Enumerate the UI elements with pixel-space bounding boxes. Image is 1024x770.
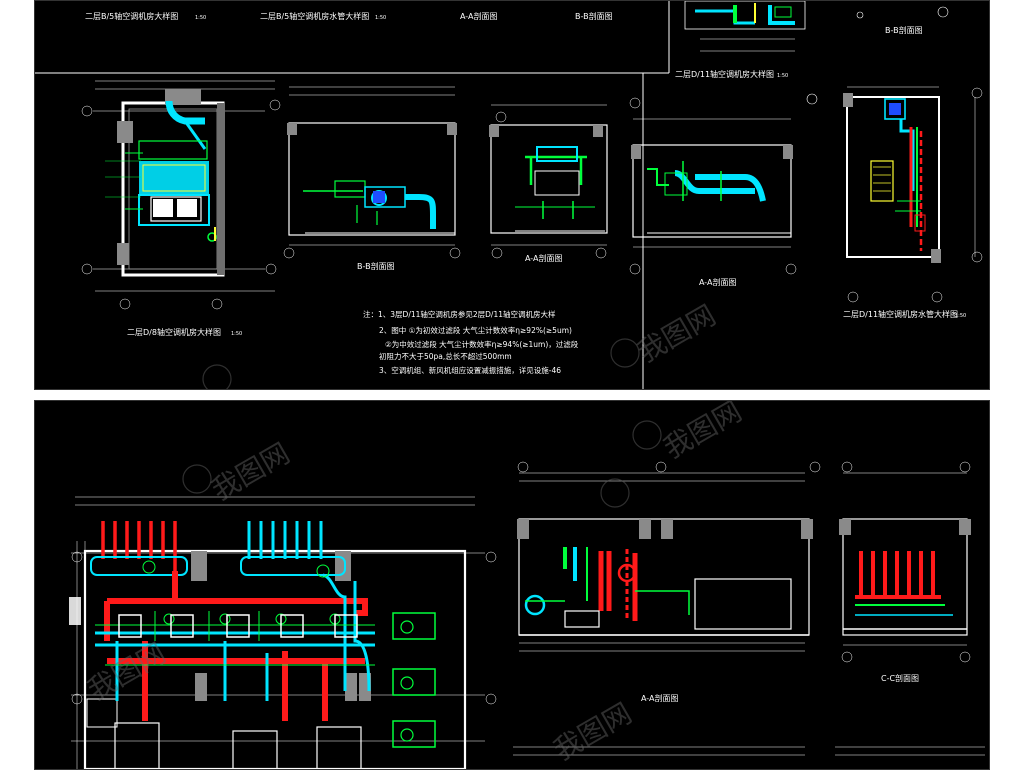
watermark-text-1: 我图网	[632, 298, 721, 369]
scale-2: 1:50	[375, 15, 386, 21]
plan-walls	[69, 549, 467, 769]
scale-3: 1:50	[777, 73, 788, 79]
bb-section-drawing	[283, 86, 461, 259]
tanks	[114, 722, 362, 769]
red-risers	[101, 521, 177, 571]
scale-1: 1:50	[195, 15, 206, 21]
green-risers	[247, 521, 323, 559]
note-line-5: 3、空调机组、新风机组应设置减振措施，详见设施-46	[379, 365, 561, 375]
header-right	[240, 556, 346, 576]
note-line-2: 2、图中 ①为初效过滤段 大气尘计数效率η≥92%(≥5um)	[379, 325, 572, 335]
bottom-drawing-canvas: A-A剖面图 C-C剖面图	[69, 401, 985, 769]
note-line-3: ②为中效过滤段 大气尘计数效率η≥94%(≥1um)，过滤段	[385, 339, 579, 349]
title-aa-section: A-A剖面图	[525, 253, 562, 263]
pump-units	[118, 614, 358, 638]
frame-lines	[35, 1, 670, 389]
title-bb-right: B-B剖面图	[885, 25, 923, 35]
notes-block: 注：1、3层D/11轴空调机房参见2层D/11轴空调机房大样 2、图中 ①为初效…	[363, 309, 579, 375]
scale-5: 1:50	[955, 313, 966, 319]
title-bb-top: B-B剖面图	[575, 11, 613, 21]
aa-bottom-section	[517, 461, 821, 652]
cc-section	[839, 461, 971, 663]
aa-right-section-drawing	[629, 97, 797, 275]
title-aa-top: A-A剖面图	[460, 11, 497, 21]
top-right-markers	[806, 6, 949, 105]
title-aa-right: A-A剖面图	[699, 277, 736, 287]
title-aa-bottom: A-A剖面图	[641, 693, 678, 703]
watermark-text-5: 我图网	[548, 696, 637, 767]
d8-plan-drawing	[81, 80, 281, 310]
aa-section-drawing	[489, 104, 608, 259]
watermark-text-3: 我图网	[658, 401, 747, 465]
note-line-1: 注：1、3层D/11轴空调机房参见2层D/11轴空调机房大样	[363, 309, 556, 319]
right-equipment	[392, 612, 436, 748]
top-drawing-canvas: 二层B/5轴空调机房大样图 1:50 二层B/5轴空调机房水管大样图 1:50 …	[35, 1, 983, 389]
header-left	[90, 556, 188, 576]
title-cc-section: C-C剖面图	[881, 673, 919, 683]
note-line-4: 初阻力不大于50pa,总长不超过500mm	[379, 351, 512, 361]
title-d8-large: 二层D/8轴空调机房大样图	[127, 327, 221, 337]
scale-4: 1:50	[231, 331, 242, 337]
title-d11-large: 二层D/11轴空调机房大样图	[675, 69, 774, 79]
top-drawing-panel: 二层B/5轴空调机房大样图 1:50 二层B/5轴空调机房水管大样图 1:50 …	[34, 0, 990, 390]
title-bb-section: B-B剖面图	[357, 261, 395, 271]
title-b5-pipe: 二层B/5轴空调机房水管大样图	[260, 11, 369, 21]
lower-partial-lines	[513, 746, 985, 756]
watermark-text-4: 我图网	[82, 636, 171, 707]
d11-pipe-plan-drawing	[843, 86, 983, 303]
chilled-water-main	[104, 571, 368, 721]
title-b5-large: 二层B/5轴空调机房大样图	[85, 11, 178, 21]
top-fragment-drawing	[684, 1, 806, 52]
bottom-watermarks: 我图网 我图网 我图网 我图网	[82, 401, 747, 767]
bottom-drawing-panel: A-A剖面图 C-C剖面图	[34, 400, 990, 770]
title-d11-pipe: 二层D/11轴空调机房水管大样图	[843, 309, 958, 319]
watermark-text-2: 我图网	[206, 436, 295, 507]
